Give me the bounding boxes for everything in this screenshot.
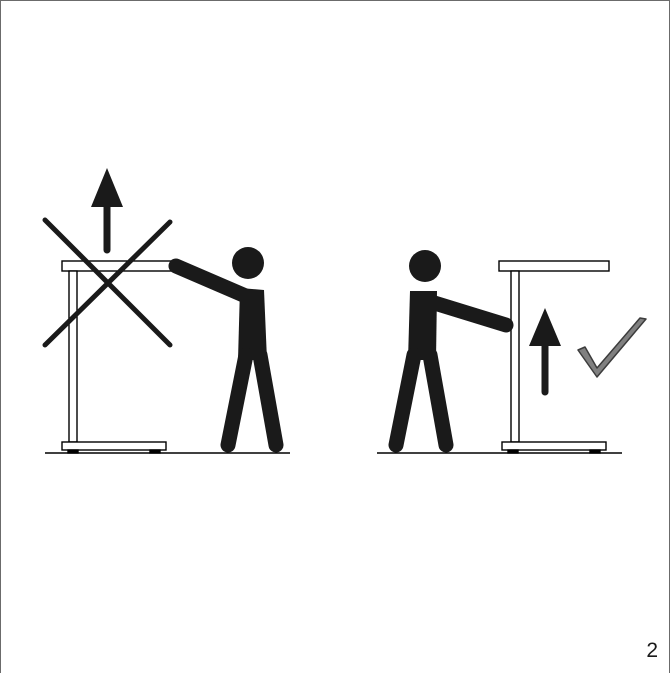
desk-foot-pad — [508, 450, 518, 453]
desk-foot — [62, 442, 166, 450]
desk-column — [511, 271, 519, 442]
person-head — [232, 247, 264, 279]
desk-column — [69, 271, 77, 442]
up-arrow-icon — [91, 168, 123, 250]
person-left — [176, 247, 276, 445]
incorrect-lifting-scene — [45, 168, 290, 453]
person-head — [409, 250, 441, 282]
desk-foot-pad — [150, 450, 160, 453]
person-leg — [260, 355, 276, 445]
person-leg — [228, 355, 246, 445]
up-arrow-icon — [529, 308, 561, 392]
person-arm — [428, 301, 506, 325]
check-mark-icon — [578, 318, 646, 377]
desk-foot — [502, 442, 606, 450]
correct-lifting-scene — [377, 250, 646, 453]
desk-top — [499, 261, 609, 271]
page-number: 2 — [646, 640, 658, 661]
person-leg — [430, 355, 446, 445]
desk-right — [499, 261, 609, 453]
desk-foot-pad — [590, 450, 600, 453]
desk-foot-pad — [68, 450, 78, 453]
person-right — [396, 250, 506, 445]
desk-top — [62, 261, 172, 271]
person-leg — [396, 355, 414, 445]
